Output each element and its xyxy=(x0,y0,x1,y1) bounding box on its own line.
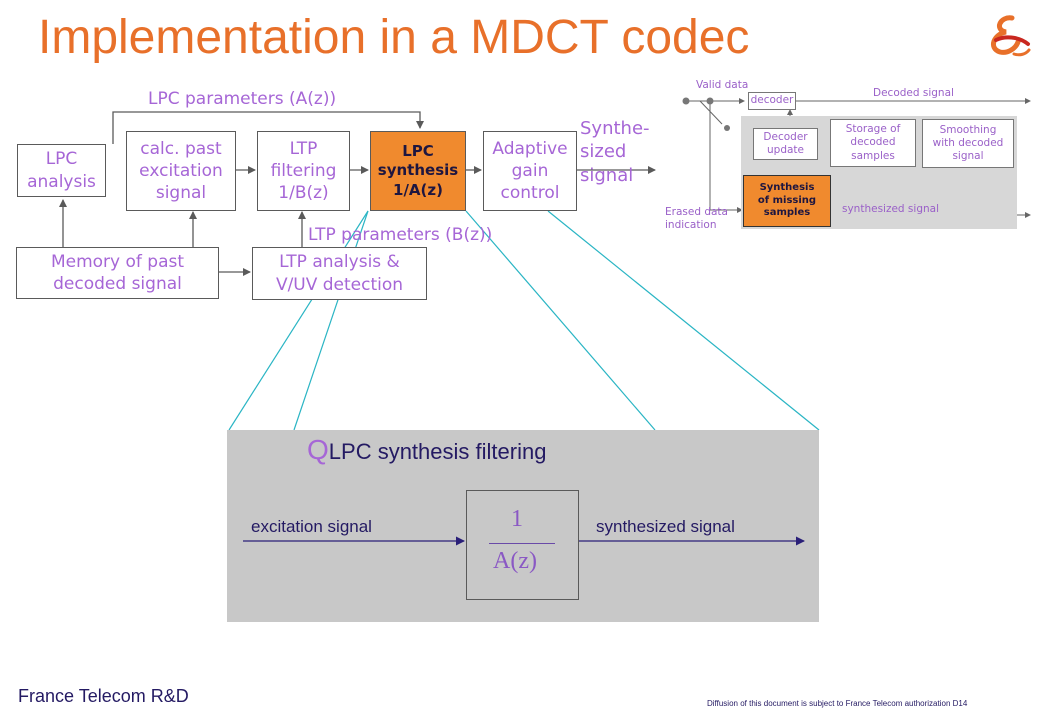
ltp-filtering-block: LTP filtering 1/B(z) xyxy=(257,131,350,211)
footer-notice: Diffusion of this document is subject to… xyxy=(707,699,968,708)
valid-data-label: Valid data xyxy=(696,79,749,91)
filter-denominator: A(z) xyxy=(493,548,537,574)
synthesis-missing-block: Synthesis of missing samples xyxy=(743,175,831,227)
decoder-update-block: Decoder update xyxy=(753,128,818,160)
lpc-analysis-block: LPC analysis xyxy=(17,144,106,197)
synthesized-signal-mini-label: synthesized signal xyxy=(842,203,939,215)
zoom-panel-title: QLPC synthesis filtering xyxy=(307,434,546,466)
smoothing-block: Smoothing with decoded signal xyxy=(922,119,1014,168)
filter-block xyxy=(466,490,579,600)
synthesized-signal-label: synthesized signal xyxy=(596,517,735,536)
ltp-parameters-label: LTP parameters (B(z)) xyxy=(308,225,493,245)
storage-decoded-block: Storage of decoded samples xyxy=(830,119,916,167)
memory-past-decoded-block: Memory of past decoded signal xyxy=(16,247,219,299)
filter-numerator: 1 xyxy=(511,506,523,532)
calc-past-excitation-block: calc. past excitation signal xyxy=(126,131,236,211)
lpc-synthesis-block: LPC synthesis 1/A(z) xyxy=(370,131,466,211)
erased-data-label: Erased data indication xyxy=(665,206,728,231)
fraction-bar xyxy=(489,543,555,544)
synthesized-output-label: Synthe- sized signal xyxy=(580,118,650,186)
ltp-analysis-block: LTP analysis & V/UV detection xyxy=(252,247,427,300)
zoom-title-text: LPC synthesis filtering xyxy=(328,439,547,464)
decoded-signal-label: Decoded signal xyxy=(873,87,954,99)
france-telecom-logo-icon xyxy=(982,14,1032,64)
bullet-icon: Q xyxy=(307,434,329,465)
page-title: Implementation in a MDCT codec xyxy=(38,11,750,64)
decoder-block: decoder xyxy=(748,92,796,110)
footer-org: France Telecom R&D xyxy=(18,686,189,706)
lpc-parameters-label: LPC parameters (A(z)) xyxy=(148,89,337,109)
excitation-signal-label: excitation signal xyxy=(251,517,372,536)
adaptive-gain-control-block: Adaptive gain control xyxy=(483,131,577,211)
